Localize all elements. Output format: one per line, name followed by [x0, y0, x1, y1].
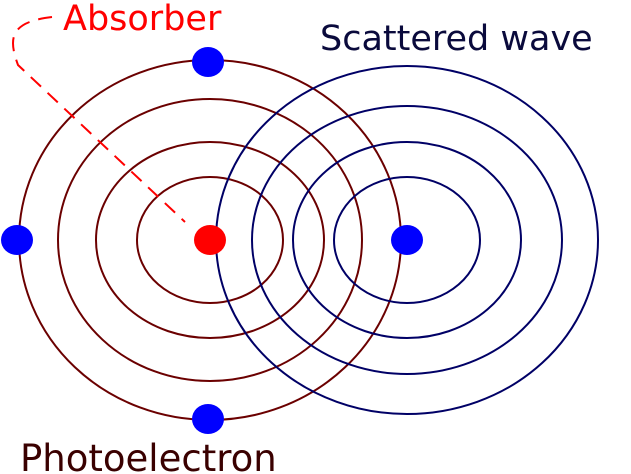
scattered-wave-ring-2	[292, 141, 522, 339]
outgoing-wave-ring-2	[95, 141, 325, 339]
outgoing-wave-ring-1	[136, 176, 284, 304]
absorber-atom	[194, 225, 226, 255]
scatterer-atom-right	[391, 225, 423, 255]
absorber-label: Absorber	[63, 0, 222, 39]
scatterer-atom-bottom	[192, 404, 224, 434]
scattered-wave-label: Scattered wave	[320, 19, 593, 59]
scatterer-atom-top	[192, 47, 224, 77]
photoelectron-label: Photoelectron	[20, 437, 277, 474]
outgoing-wave-ring-3	[57, 98, 363, 382]
scattered-wave-ring-1	[333, 176, 481, 304]
scatterer-atom-left	[1, 225, 33, 255]
scattered-wave-ring-3	[251, 105, 563, 375]
absorber-pointer-line	[12, 16, 186, 223]
